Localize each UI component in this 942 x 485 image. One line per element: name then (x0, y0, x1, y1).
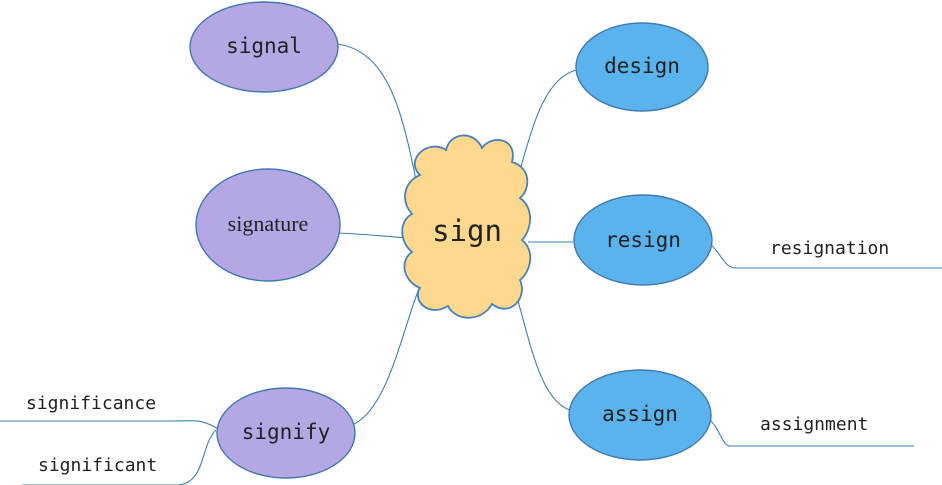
cloud-shape (401, 134, 532, 319)
node-assign-label: assign (602, 402, 678, 426)
edge-signify (351, 285, 421, 426)
node-signature-shape (195, 168, 341, 282)
edge-significance (169, 420, 221, 431)
node-signify: signify (216, 387, 356, 479)
node-signature-label: signature (228, 211, 309, 236)
leaf-assignment-label: assignment (760, 414, 868, 435)
node-assign: assign (568, 369, 712, 461)
leaf-significance-label: significance (26, 393, 156, 414)
node-resign: resign (573, 194, 713, 286)
leaf-resignation-label: resignation (770, 238, 889, 259)
edge-significant (175, 429, 217, 485)
center-label: sign (432, 214, 502, 248)
node-design-label: design (604, 54, 680, 78)
edge-assign (513, 287, 571, 411)
node-signal-shape (189, 1, 339, 93)
node-design-shape (575, 22, 709, 112)
edge-signature (337, 232, 408, 239)
node-resign-label: resign (605, 228, 681, 252)
node-signify-label: signify (242, 420, 331, 444)
node-signature: signature (195, 168, 341, 282)
edge-signal (337, 43, 418, 186)
node-resign-shape (573, 194, 713, 286)
center-node: sign (401, 134, 532, 319)
leaf-significant-label: significant (38, 455, 157, 476)
edge-design (514, 69, 577, 187)
node-design: design (575, 22, 709, 112)
node-signify-shape (216, 387, 356, 479)
edge-assignment (707, 417, 731, 447)
connectors (169, 43, 737, 485)
leaf-underlines (0, 267, 942, 485)
node-signal-label: signal (226, 34, 302, 58)
node-assign-shape (568, 369, 712, 461)
node-signal: signal (189, 1, 339, 93)
edge-resignation (709, 243, 737, 269)
